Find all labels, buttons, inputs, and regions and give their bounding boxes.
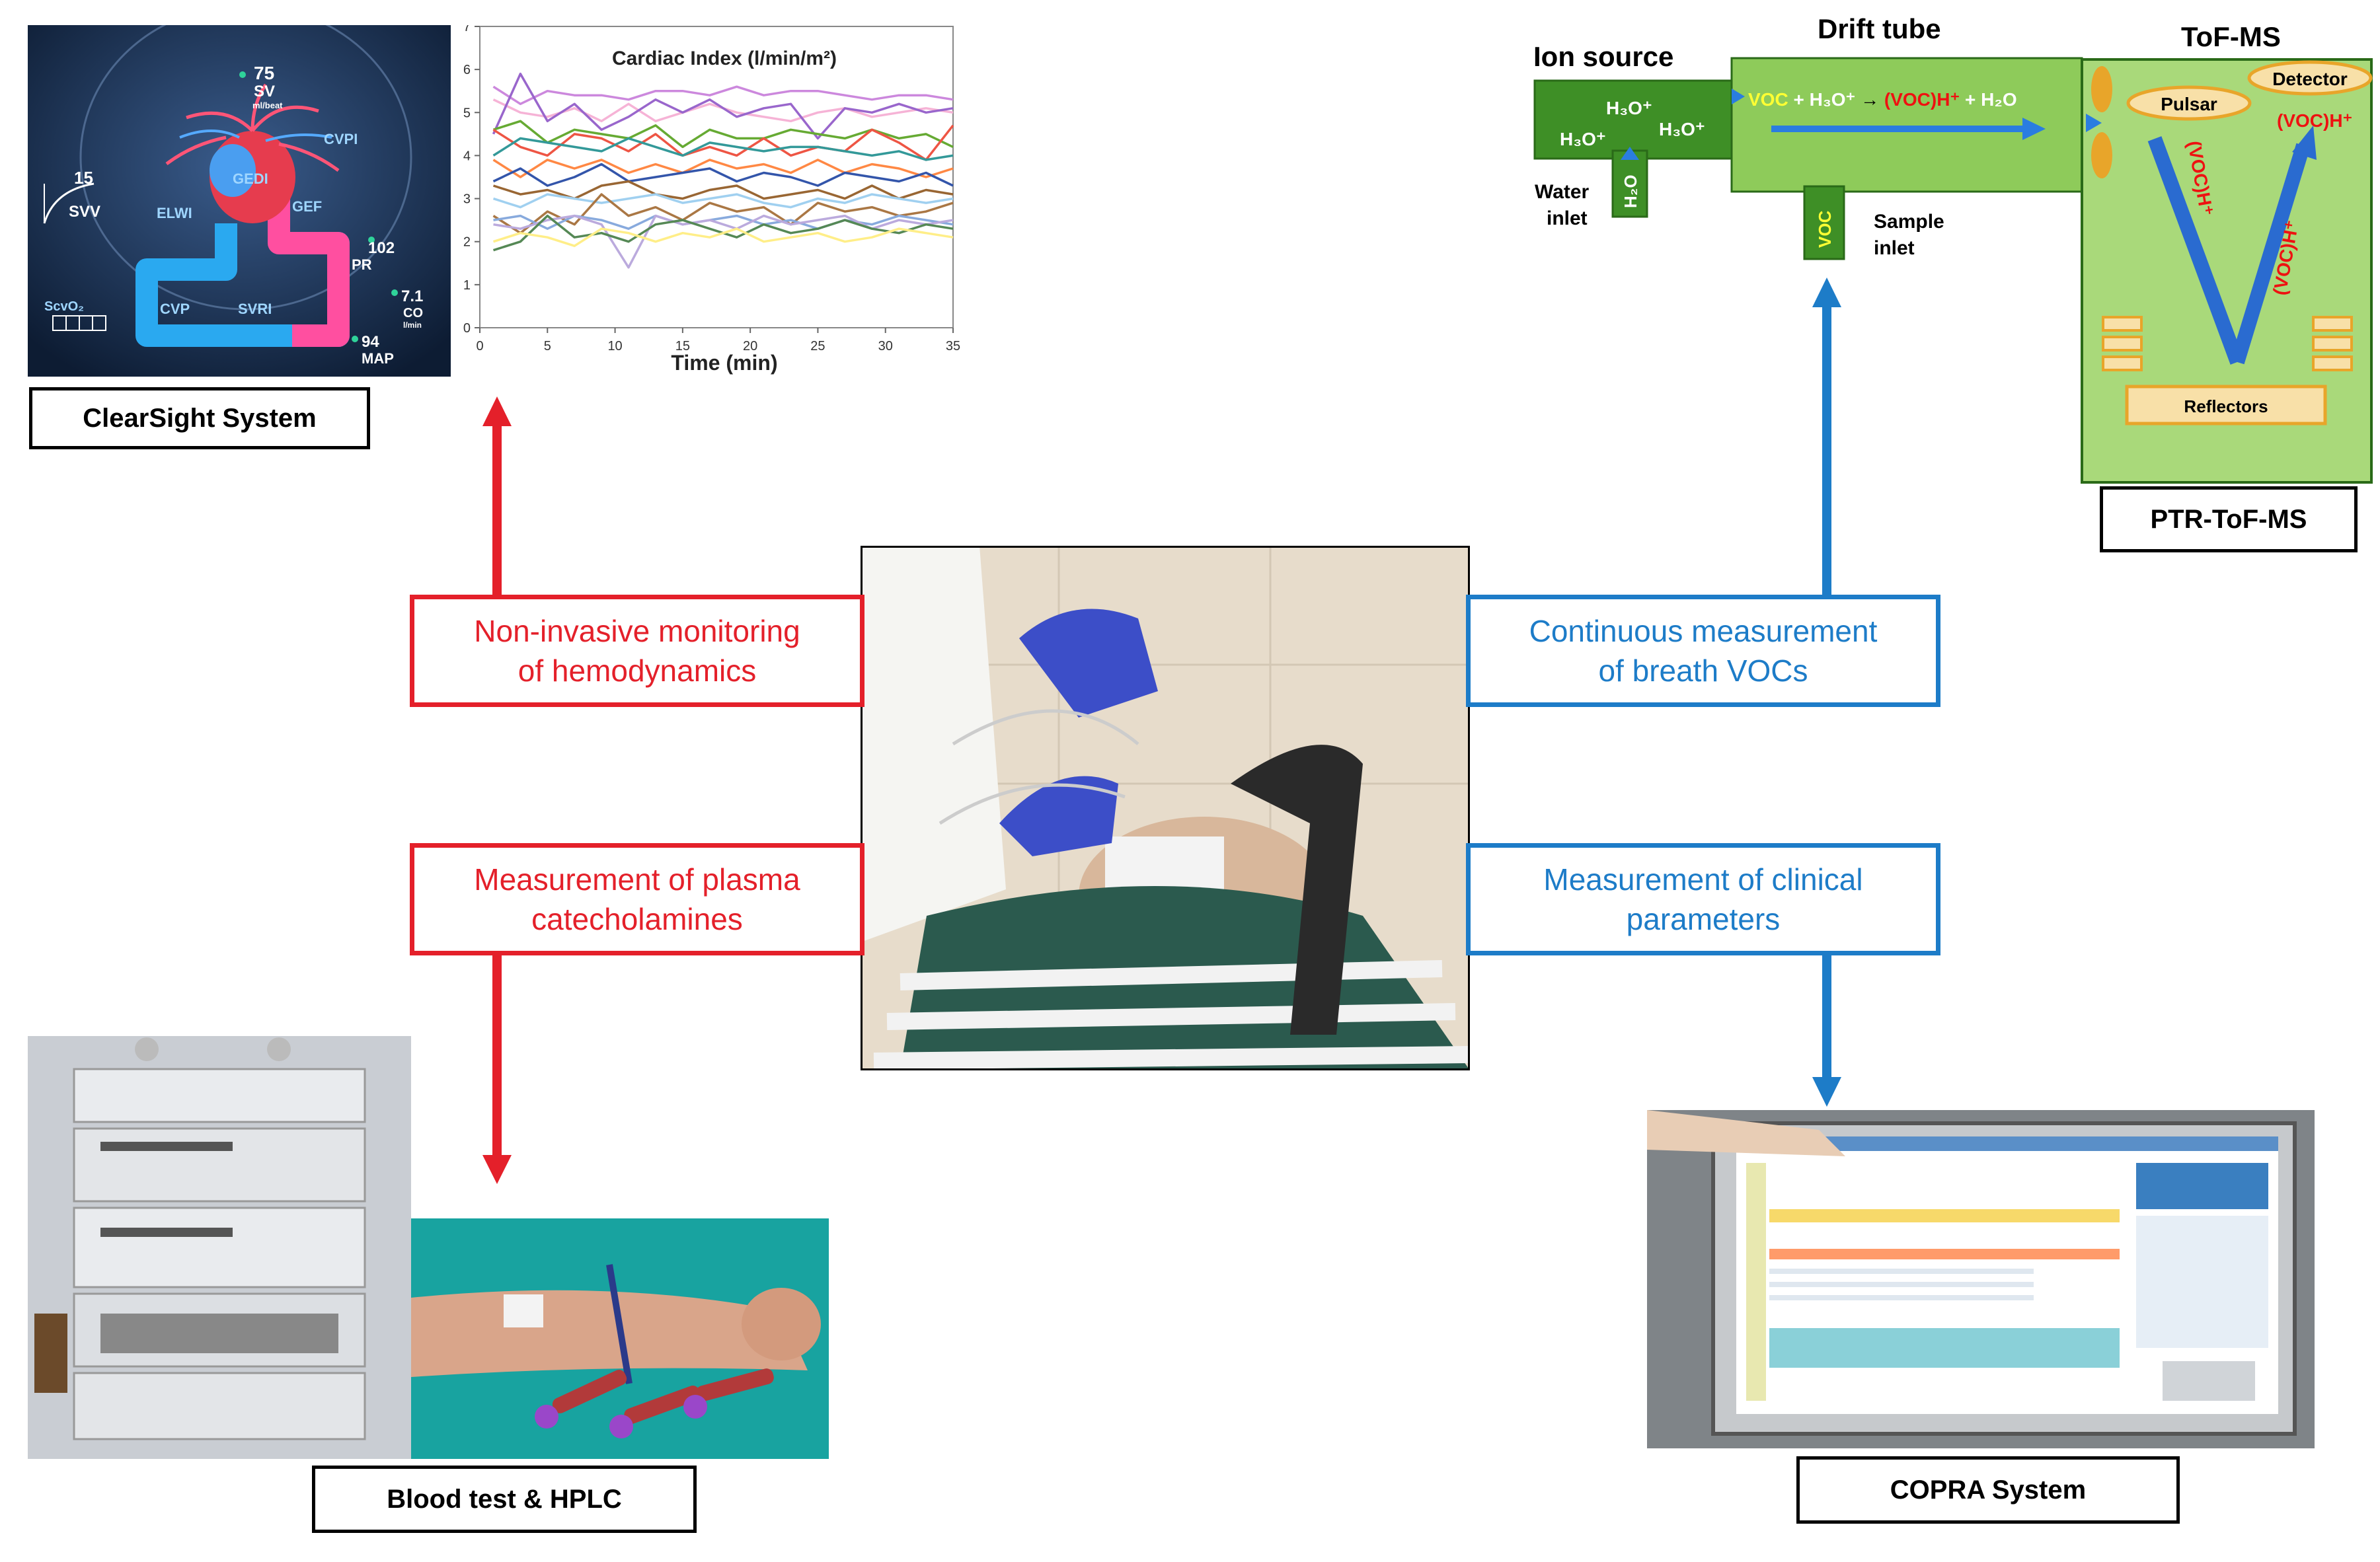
hemodynamics-monitoring-box: Non-invasive monitoring of hemodynamics: [410, 595, 864, 707]
hplc-instrument-photo: [28, 1036, 411, 1459]
reflectors-box: [2125, 385, 2327, 426]
chart-title: Cardiac Index (l/min/m²): [612, 48, 837, 69]
clearsight-monitor-image: 75 SV ml/beat 15 SVV CVPI GEDI ELWI GEF …: [28, 25, 451, 377]
h3o-ion-3: H₃O⁺: [1659, 119, 1705, 139]
svv-value: 15: [74, 168, 93, 188]
series-line-1: [492, 85, 954, 106]
series-line-10: [492, 193, 954, 209]
y-tick-label: 1: [463, 278, 471, 293]
breath-vocs-box: Continuous measurement of breath VOCs: [1466, 595, 1940, 707]
svri-label: SVRI: [238, 301, 272, 317]
clinical-parameters-box: Measurement of clinical parameters: [1466, 843, 1940, 955]
series-line-12: [493, 214, 954, 230]
scvo2-label: ScvO₂: [44, 299, 84, 314]
chart-xlabel: Time (min): [671, 351, 777, 375]
cvp-label: CVP: [160, 301, 190, 317]
clinical-line-2: parameters: [1626, 902, 1781, 936]
sv-unit: ml/beat: [252, 100, 283, 110]
reaction-equation: VOC + H₃O⁺ → (VOC)H⁺ + H₂O: [1748, 89, 2017, 110]
map-label: MAP: [362, 350, 394, 367]
detector-label: Detector: [2272, 69, 2348, 89]
pulsar-label: Pulsar: [2161, 94, 2217, 114]
patient-photo: [861, 546, 1470, 1070]
series-line-15: [492, 227, 954, 247]
y-tick-label: 5: [463, 106, 471, 120]
co-value: 7.1: [401, 287, 423, 305]
water-inlet-label-1: Water: [1535, 181, 1590, 203]
sv-value: 75: [254, 63, 274, 83]
ion-source-title: Ion source: [1533, 41, 1673, 72]
vocH-detector-label: (VOC)H⁺: [2277, 110, 2352, 131]
breath-vocs-line-2: of breath VOCs: [1598, 653, 1808, 688]
sample-inlet-label-2: inlet: [1874, 237, 1915, 259]
x-tick-label: 5: [544, 339, 551, 353]
hplc-label: Blood test & HPLC: [312, 1466, 697, 1533]
gef-label: GEF: [292, 198, 322, 215]
catecholamines-box: Measurement of plasma catecholamines: [410, 843, 864, 955]
y-tick-label: 0: [463, 321, 471, 336]
pr-value: 102: [368, 239, 395, 257]
voc-inlet-label: VOC: [1815, 210, 1835, 248]
pr-label: PR: [352, 256, 372, 273]
x-tick-label: 15: [675, 339, 690, 353]
y-tick-label: 3: [463, 192, 471, 207]
hemodynamics-line-1: Non-invasive monitoring: [474, 614, 800, 648]
x-tick-label: 35: [946, 339, 960, 353]
series-line-13: [493, 214, 954, 269]
y-tick-label: 6: [463, 63, 471, 77]
cardiac-index-chart: Cardiac Index (l/min/m²) 0 1 2 3 4 5 6 7 0 5 10 15 2…: [463, 25, 960, 375]
y-tick-label: 4: [463, 149, 471, 163]
x-tick-label: 30: [878, 339, 893, 353]
tof-ms-title: ToF-MS: [2181, 21, 2281, 52]
copra-label: COPRA System: [1796, 1456, 2180, 1524]
co-label: CO: [403, 306, 423, 320]
elwi-label: ELWI: [157, 205, 192, 221]
catecholamines-line-1: Measurement of plasma: [474, 862, 800, 897]
series-line-5: [492, 124, 954, 161]
series-line-8: [492, 163, 954, 187]
ptr-tof-ms-label: PTR-ToF-MS: [2100, 486, 2358, 552]
x-tick-label: 0: [476, 339, 483, 353]
y-tick-label: 7: [463, 25, 471, 34]
y-tick-label: 2: [463, 235, 471, 250]
artery-loop: [268, 197, 350, 347]
h3o-ion-1: H₃O⁺: [1606, 98, 1652, 118]
co-unit: l/min: [403, 320, 422, 330]
sample-inlet-pipe: [1803, 185, 1845, 260]
svv-label: SVV: [69, 203, 100, 221]
x-tick-label: 25: [810, 339, 825, 353]
h2o-inlet-label: H₂O: [1621, 174, 1640, 208]
clearsight-label: ClearSight System: [29, 387, 370, 449]
drift-tube-title: Drift tube: [1818, 13, 1941, 44]
cvpi-label: CVPI: [324, 131, 358, 147]
copra-monitor-photo: [1647, 1110, 2315, 1448]
water-inlet-pipe: [1611, 149, 1648, 218]
gedi-label: GEDI: [233, 170, 268, 187]
catecholamines-line-2: catecholamines: [531, 902, 743, 936]
x-tick-label: 20: [743, 339, 757, 353]
ptr-tof-ms-schematic: Ion source Drift tube ToF-MS H₃O⁺ H₃O⁺ H…: [1533, 13, 2373, 484]
h3o-ion-2: H₃O⁺: [1560, 129, 1606, 149]
clinical-line-1: Measurement of clinical: [1543, 862, 1863, 897]
ion-source-box: [1533, 79, 1738, 160]
sv-label: SV: [254, 83, 275, 100]
water-inlet-label-2: inlet: [1547, 207, 1588, 229]
sample-inlet-label-1: Sample: [1874, 211, 1944, 233]
x-tick-label: 10: [607, 339, 622, 353]
breath-vocs-line-1: Continuous measurement: [1529, 614, 1878, 648]
series-line-7: [492, 159, 954, 178]
series-line-3: [492, 72, 954, 140]
reflectors-label: Reflectors: [2184, 396, 2268, 416]
hemodynamics-line-2: of hemodynamics: [518, 653, 757, 688]
map-value: 94: [362, 333, 379, 351]
series-line-6: [492, 137, 954, 161]
series-line-11: [492, 193, 954, 235]
blood-sample-photo: [411, 1218, 829, 1459]
